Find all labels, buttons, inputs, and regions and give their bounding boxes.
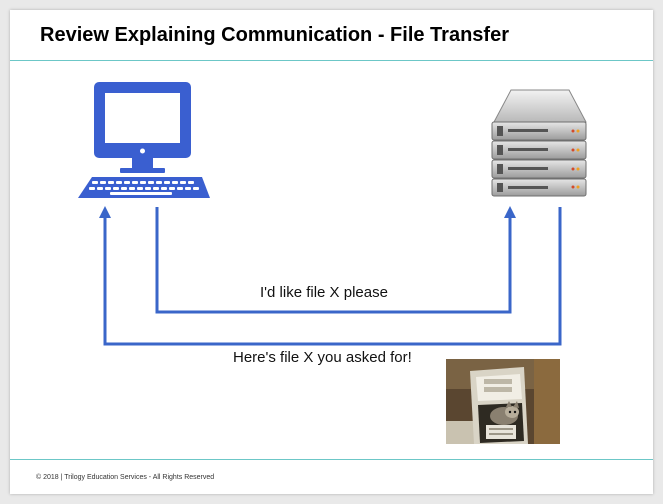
server-rack-icon — [491, 89, 587, 197]
request-label: I'd like file X please — [260, 284, 388, 301]
slide-title: Review Explaining Communication - File T… — [40, 24, 509, 46]
title-divider — [10, 60, 653, 61]
response-arrow — [99, 206, 562, 346]
request-arrow — [155, 206, 516, 314]
response-label: Here's file X you asked for! — [233, 349, 412, 366]
copyright-footer: © 2018 | Trilogy Education Services - Al… — [36, 474, 215, 481]
footer-divider — [10, 459, 653, 460]
diagram-canvas — [78, 82, 587, 346]
cat-in-computer-photo — [446, 359, 560, 444]
slide: Review Explaining Communication - File T… — [10, 10, 653, 494]
desktop-computer-icon — [78, 82, 210, 198]
